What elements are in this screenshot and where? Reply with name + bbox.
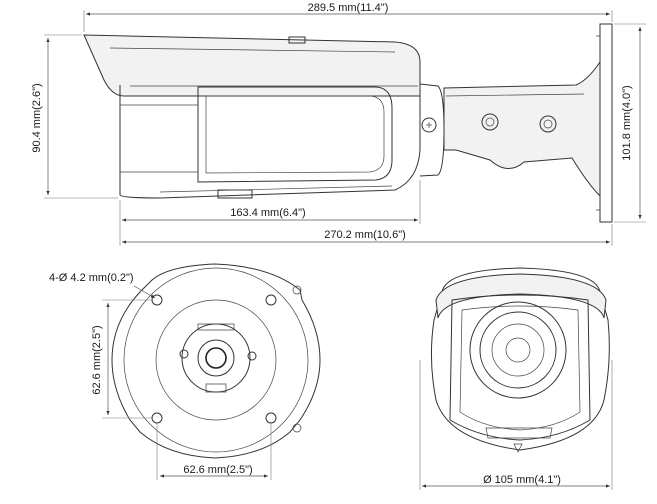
mount-center-hub: [197, 339, 235, 377]
hole-spacing-vertical-label: 62.6 mm(2.5"): [91, 325, 103, 394]
mount-hole-top-right-icon: [265, 294, 277, 306]
front-body-outline: [430, 267, 610, 451]
bracket-screw-1-icon: [481, 113, 499, 131]
mount-hole-bottom-right-icon: [265, 412, 277, 424]
body-length-label: 270.2 mm(10.6"): [324, 229, 406, 241]
front-view: Ø 105 mm(4.1"): [419, 267, 613, 490]
bracket-screw-2-icon: [539, 115, 557, 133]
hole-spacing-horizontal-label: 62.6 mm(2.5"): [183, 464, 252, 476]
shield-screw-icon: [288, 36, 306, 44]
front-window-frame: [449, 294, 591, 441]
lens-glass: [491, 323, 545, 377]
mount-flange: [111, 263, 321, 459]
rear-screw-icon: [421, 117, 437, 133]
overall-length-label: 289.5 mm(11.4"): [308, 2, 389, 14]
wall-base-plate: [599, 23, 613, 223]
bracket-arm: [443, 60, 601, 198]
lens-window: [197, 86, 393, 183]
mount-hole-top-left-icon: [151, 294, 163, 306]
hole-spec-label: 4-Ø 4.2 mm(0.2"): [49, 272, 134, 284]
bracket-height-label: 101.8 mm(4.0"): [621, 85, 633, 160]
lens-outer: [469, 301, 567, 399]
front-badge: [485, 427, 553, 439]
mount-hole-bottom-left-icon: [151, 412, 163, 424]
side-view: 289.5 mm(11.4") 90.4 mm(2.6") 163.4 mm(6…: [31, 2, 646, 246]
arrow-down-icon: [513, 443, 523, 453]
camera-housing: [119, 85, 421, 199]
front-diameter-label: Ø 105 mm(4.1"): [483, 474, 561, 486]
height-label: 90.4 mm(2.6"): [31, 83, 43, 152]
mount-view: 4-Ø 4.2 mm(0.2") 62.6 mm(2.5") 62.6 mm(2…: [49, 263, 321, 480]
bottom-latch: [217, 189, 253, 199]
front-sun-shield: [435, 273, 607, 319]
lens-hood-length-label: 163.4 mm(6.4"): [230, 207, 305, 219]
